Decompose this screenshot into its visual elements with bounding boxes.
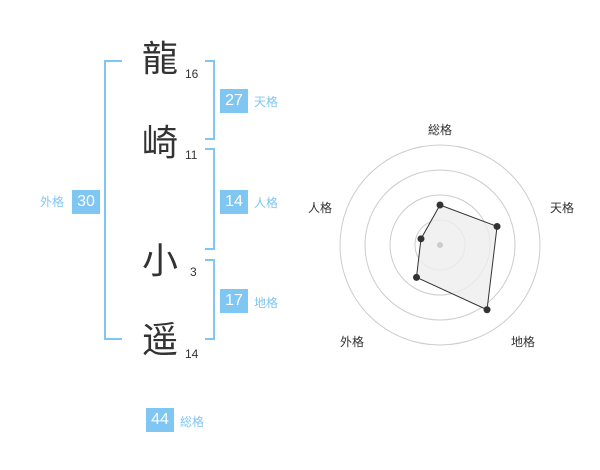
chikaku-bracket-bottom <box>205 338 215 340</box>
gaikaku-badge: 30 <box>72 190 100 214</box>
radar-point-0 <box>436 201 444 209</box>
jinkaku-label: 人格 <box>254 196 279 210</box>
radar-point-4 <box>417 235 425 243</box>
radar-polygon <box>415 204 498 311</box>
radar-point-3 <box>412 273 420 281</box>
gaikaku-bracket-bottom <box>104 338 122 340</box>
tenkaku-bracket-top <box>205 60 215 62</box>
stroke-count-1: 16 <box>185 67 199 81</box>
jinkaku-bracket-top <box>205 148 215 150</box>
radar-label-gaikaku: 外格 <box>340 335 365 349</box>
gaikaku-bracket-line <box>104 60 106 340</box>
radar-point-1 <box>493 222 501 230</box>
tenkaku-bracket-bottom <box>205 138 215 140</box>
radar-label-jinkaku: 人格 <box>308 201 333 215</box>
chikaku-bracket-line <box>213 259 215 340</box>
stroke-count-3: 3 <box>190 265 197 279</box>
gaikaku-label: 外格 <box>40 195 65 209</box>
stroke-count-4: 14 <box>185 347 199 361</box>
stroke-count-2: 11 <box>185 148 198 162</box>
name-char-2: 崎 <box>142 123 179 164</box>
tenkaku-bracket-line <box>213 60 215 140</box>
radar-center-point <box>437 242 443 248</box>
radar-ring <box>339 144 541 346</box>
name-char-3: 小 <box>142 241 179 282</box>
jinkaku-badge: 14 <box>220 190 248 214</box>
radar-label-soukaku: 総格 <box>428 123 453 137</box>
jinkaku-bracket-line <box>213 148 215 250</box>
tenkaku-label: 天格 <box>254 95 279 109</box>
radar-point-2 <box>483 306 491 314</box>
name-char-4: 遥 <box>142 320 179 361</box>
tenkaku-badge: 27 <box>220 89 248 113</box>
name-char-1: 龍 <box>142 39 179 80</box>
soukaku-badge: 44 <box>146 408 174 432</box>
chikaku-bracket-top <box>205 259 215 261</box>
radar-ring <box>364 169 516 321</box>
jinkaku-bracket-bottom <box>205 248 215 250</box>
chikaku-label: 地格 <box>254 296 279 310</box>
radar-label-chikaku: 地格 <box>511 335 536 349</box>
radar-label-tenkaku: 天格 <box>550 201 575 215</box>
gaikaku-bracket-top <box>104 60 122 62</box>
radar-chart <box>339 144 541 346</box>
chikaku-badge: 17 <box>220 289 248 313</box>
soukaku-label: 総格 <box>180 415 205 429</box>
